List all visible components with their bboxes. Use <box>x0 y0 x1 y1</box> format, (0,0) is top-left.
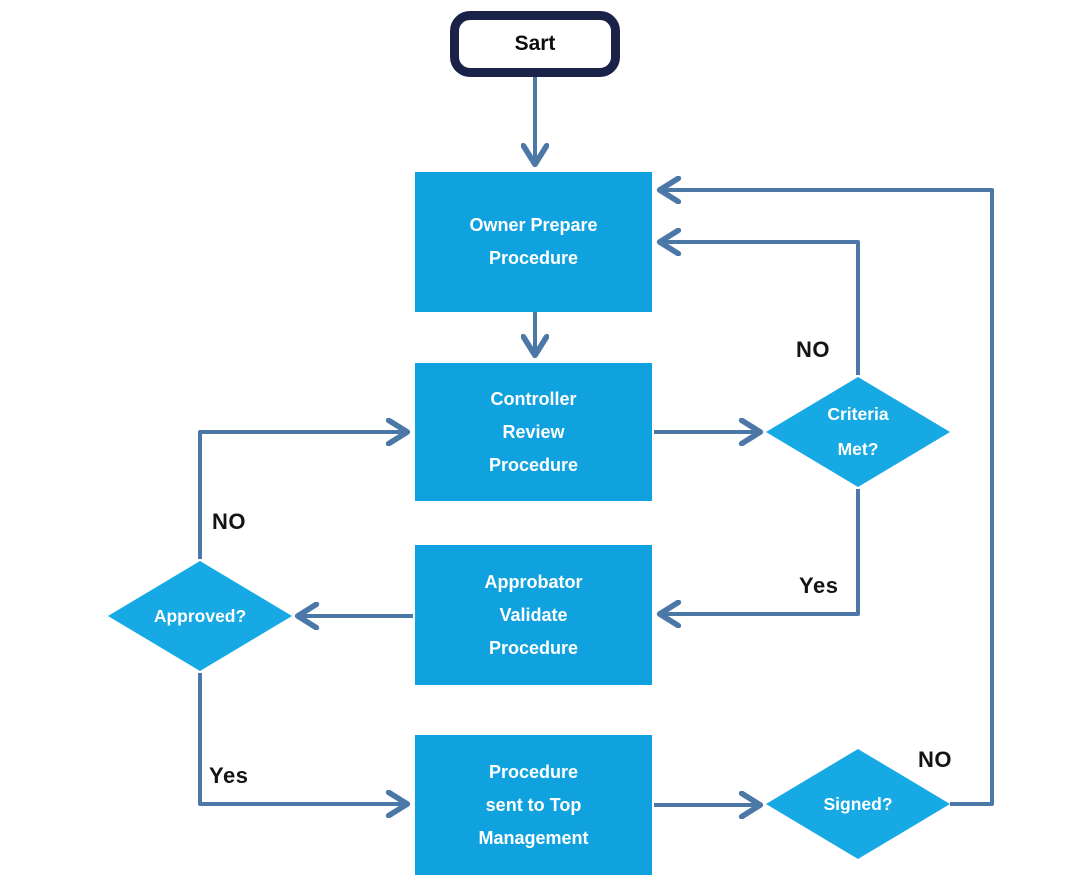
start-node: Sart <box>450 11 620 77</box>
edge-signed-no-to-owner <box>662 190 994 806</box>
approved-no-label: NO <box>212 509 246 534</box>
edge-criteria-yes-to-approbator <box>662 489 860 614</box>
procedure-sent-to-top-management-node: Procedure sent to Top Management <box>415 735 652 875</box>
edge-approved-yes-to-sent <box>198 673 405 804</box>
edge-criteria-no-to-owner <box>662 242 860 375</box>
approved-yes-label: Yes <box>209 763 249 788</box>
owner-prepare-procedure-node: Owner Prepare Procedure <box>415 172 652 312</box>
edge-approved-no-to-controller <box>198 432 405 559</box>
criteria-yes-label: Yes <box>799 573 839 598</box>
approbator-validate-procedure-node: Approbator Validate Procedure <box>415 545 652 685</box>
controller-review-procedure-node: Controller Review Procedure <box>415 363 652 501</box>
criteria-no-label: NO <box>796 337 830 362</box>
signed-no-label: NO <box>918 747 952 772</box>
